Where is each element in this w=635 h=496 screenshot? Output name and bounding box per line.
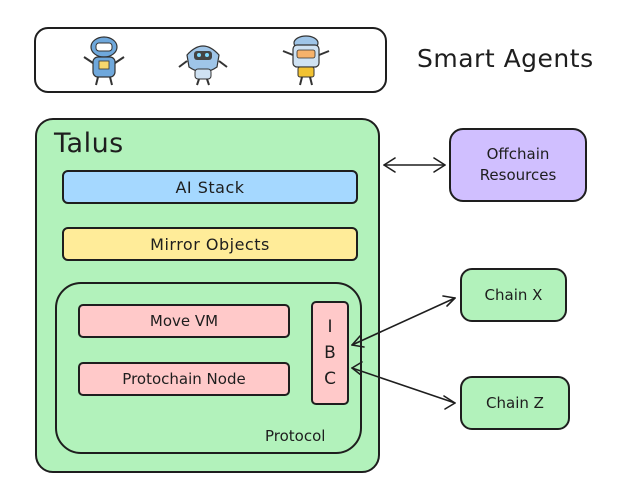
talus-title: Talus [54, 128, 124, 159]
smart-agents-box [34, 27, 387, 93]
helmet-robot-agent-icon [178, 45, 228, 86]
ibc-letter: I [327, 317, 333, 337]
ibc-box: I B C [311, 301, 349, 405]
protochain-node-label: Protochain Node [122, 370, 246, 388]
offchain-resources-line1: Offchain [486, 145, 550, 163]
offchain-resources-box: Offchain Resources [449, 128, 587, 202]
offchain-resources-line2: Resources [479, 166, 557, 184]
protocol-label: Protocol [265, 427, 326, 445]
chain-x-label: Chain X [484, 286, 543, 304]
mirror-objects-layer: Mirror Objects [62, 227, 358, 261]
move-vm-box: Move VM [78, 304, 290, 338]
mirror-objects-label: Mirror Objects [150, 234, 270, 254]
ai-stack-label: AI Stack [175, 177, 245, 197]
ibc-letter: B [324, 343, 336, 363]
robot-agent-icon [83, 36, 125, 86]
dome-robot-agent-icon [282, 35, 330, 86]
agent-icons [83, 35, 330, 86]
chain-z-label: Chain Z [486, 394, 544, 412]
chain-z-box: Chain Z [460, 376, 570, 430]
talus-offchain-arrow [383, 157, 446, 173]
ibc-letter: C [324, 369, 336, 389]
move-vm-label: Move VM [149, 312, 219, 330]
smart-agents-title: Smart Agents [417, 44, 594, 73]
ai-stack-layer: AI Stack [62, 170, 358, 204]
protochain-node-box: Protochain Node [78, 362, 290, 396]
chain-x-box: Chain X [460, 268, 567, 322]
